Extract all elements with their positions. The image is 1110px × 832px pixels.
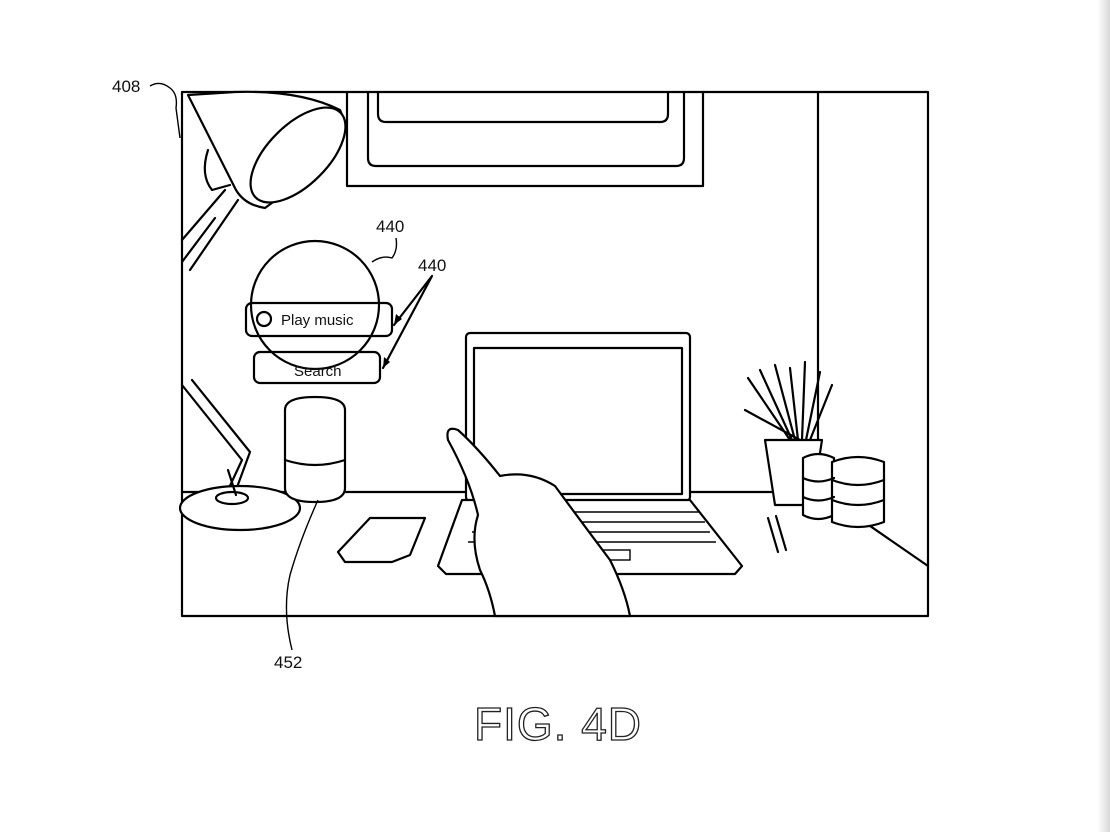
- arrowheads: [383, 314, 402, 368]
- search-label: Search: [294, 363, 342, 380]
- page-edge-shadow: [1098, 0, 1110, 832]
- phone: [336, 516, 427, 564]
- ref-440-circle-label: 440: [376, 217, 404, 236]
- search-button[interactable]: Search: [252, 350, 382, 385]
- ref-440-buttons-label: 440: [418, 256, 446, 275]
- pens: [766, 514, 788, 554]
- voice-prompt-overlay: Play music Search: [244, 239, 394, 385]
- ref-408-label: 408: [112, 77, 140, 96]
- ref-452-label: 452: [274, 653, 302, 672]
- ref-440-arrows: [381, 274, 434, 370]
- smart-speaker: [283, 395, 347, 504]
- window: [345, 90, 705, 188]
- storage-jars: [801, 452, 886, 529]
- play-music-button[interactable]: Play music: [244, 301, 394, 338]
- ref-452-leader: [285, 499, 319, 651]
- attention-circle: [249, 239, 381, 371]
- ref-440-circle-leader: [371, 237, 398, 263]
- microphone-indicator-icon: [255, 310, 273, 328]
- ref-408-leader: [149, 82, 181, 139]
- figure-caption: FIG. 4D: [474, 698, 642, 750]
- play-music-label: Play music: [281, 312, 354, 329]
- hand-pointing: [446, 427, 632, 618]
- desk-lamp: [178, 90, 347, 532]
